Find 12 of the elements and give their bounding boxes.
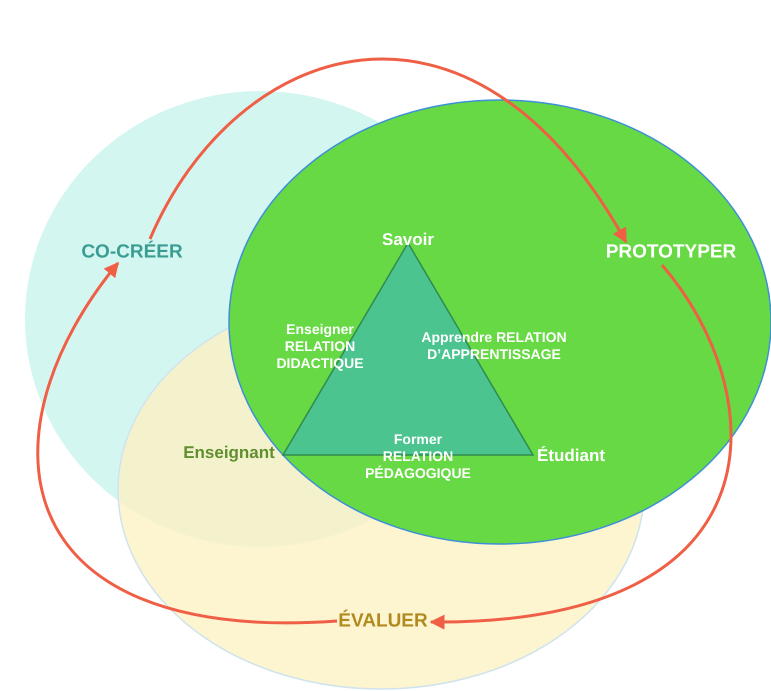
arrow	[37, 262, 338, 624]
relation-label: Apprendre RELATION D’APPRENTISSAGE	[420, 329, 568, 363]
relation-label: Former RELATION PÉDAGOGIQUE	[364, 430, 472, 482]
arrow	[148, 58, 628, 244]
relation-label: Enseigner RELATION DIDACTIQUE	[275, 320, 365, 372]
stage-label: CO-CRÉER	[81, 242, 183, 264]
corner-label: Enseignant	[183, 442, 275, 464]
corner-label: Étudiant	[537, 446, 605, 466]
corner-label: Savoir	[382, 230, 434, 250]
stage-label: ÉVALUER	[338, 610, 428, 634]
stage-label: PROTOTYPER	[606, 242, 736, 264]
arrow	[430, 264, 732, 629]
